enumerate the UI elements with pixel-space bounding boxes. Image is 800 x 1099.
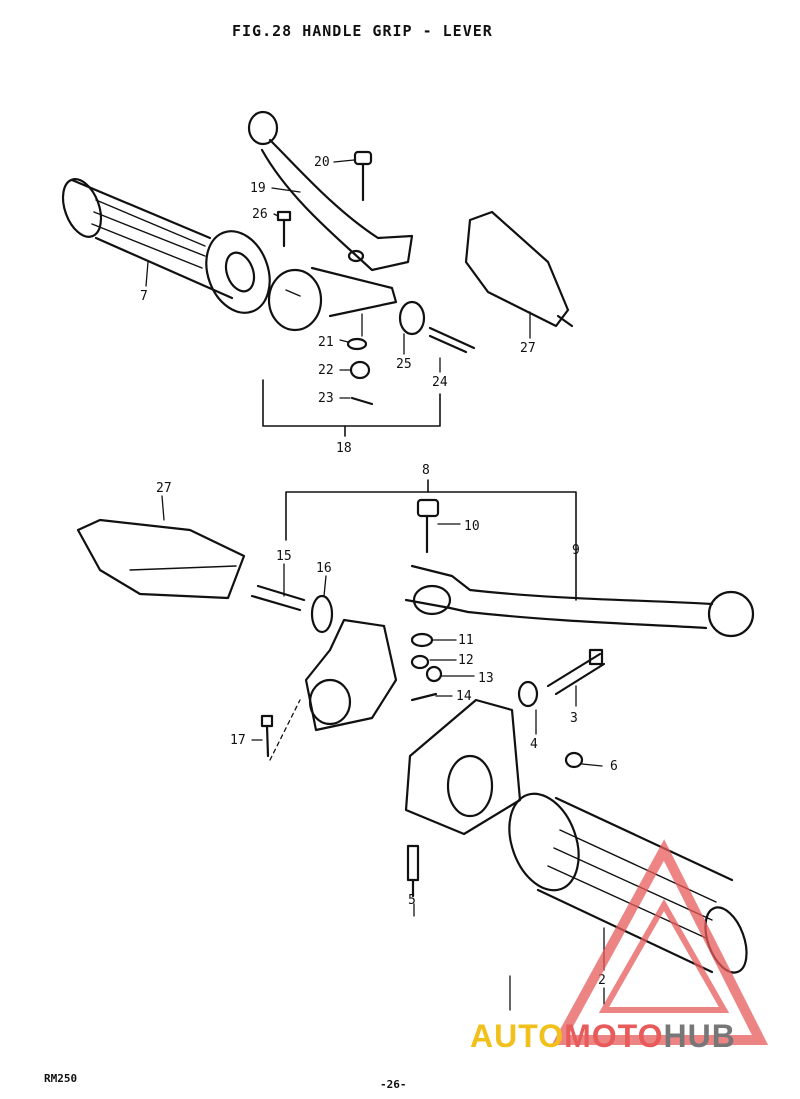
callout-24: 24 xyxy=(432,375,448,390)
callout-21: 21 xyxy=(318,335,334,350)
callout-11: 11 xyxy=(458,633,474,648)
brake-lever-part-9 xyxy=(404,564,755,638)
lower-holder-clamp xyxy=(304,618,398,732)
callout-10: 10 xyxy=(464,519,480,534)
callout-13: 13 xyxy=(478,671,494,686)
ring-part-25 xyxy=(398,300,426,336)
callout-16: 16 xyxy=(316,561,332,576)
callout-27-lower: 27 xyxy=(156,481,172,496)
washer-part-11 xyxy=(410,632,434,648)
callout-3: 3 xyxy=(570,711,578,726)
watermark-part3: HUB xyxy=(663,1018,736,1054)
nut-part-4 xyxy=(517,680,539,708)
callout-5: 5 xyxy=(408,893,416,908)
screw-part-26 xyxy=(276,210,292,248)
callout-15: 15 xyxy=(276,549,292,564)
screw-part-5 xyxy=(406,844,420,898)
bolt-part-24 xyxy=(428,326,476,354)
callout-6: 6 xyxy=(610,759,618,774)
callout-23: 23 xyxy=(318,391,334,406)
nut-part-22 xyxy=(349,360,371,380)
callout-22: 22 xyxy=(318,363,334,378)
page-number: -26- xyxy=(380,1078,407,1091)
watermark-part1: AUTO xyxy=(470,1018,565,1054)
watermark-logo xyxy=(551,839,769,1045)
callout-19: 19 xyxy=(250,181,266,196)
nut-part-6 xyxy=(564,751,584,769)
callout-12: 12 xyxy=(458,653,474,668)
upper-holder-part-18 xyxy=(267,266,398,332)
left-grip-part-7 xyxy=(61,178,271,314)
callout-17: 17 xyxy=(230,733,246,748)
pin-part-23 xyxy=(350,396,374,406)
callout-25: 25 xyxy=(396,357,412,372)
callout-2: 2 xyxy=(598,973,606,988)
upper-lever-part-19 xyxy=(247,110,414,272)
callout-4: 4 xyxy=(530,737,538,752)
throttle-housing xyxy=(404,698,522,836)
callout-14: 14 xyxy=(456,689,472,704)
screw-part-17 xyxy=(260,714,274,758)
bolt-part-10 xyxy=(416,498,440,554)
nut-part-12 xyxy=(410,654,430,670)
model-code: RM250 xyxy=(44,1072,78,1085)
callout-7: 7 xyxy=(140,289,148,304)
watermark-part2: MOTO xyxy=(564,1018,664,1054)
nut-part-13 xyxy=(425,665,443,683)
bolt-part-3 xyxy=(546,648,606,696)
callout-20: 20 xyxy=(314,155,330,170)
watermark-text: AUTOMOTOHUB xyxy=(470,1018,736,1055)
bolt-part-20 xyxy=(353,150,373,202)
callout-9: 9 xyxy=(572,543,580,558)
callout-18: 18 xyxy=(336,441,352,456)
ring-part-16 xyxy=(310,594,334,634)
callout-8: 8 xyxy=(422,463,430,478)
upper-cover-part-27 xyxy=(464,210,574,328)
bolt-part-15 xyxy=(250,584,306,612)
lower-cover-part-27 xyxy=(76,518,246,600)
washer-part-21 xyxy=(346,337,368,351)
pin-part-14 xyxy=(410,692,438,702)
callout-26: 26 xyxy=(252,207,268,222)
figure-title: FIG.28 HANDLE GRIP - LEVER xyxy=(232,22,493,40)
callout-27-upper: 27 xyxy=(520,341,536,356)
